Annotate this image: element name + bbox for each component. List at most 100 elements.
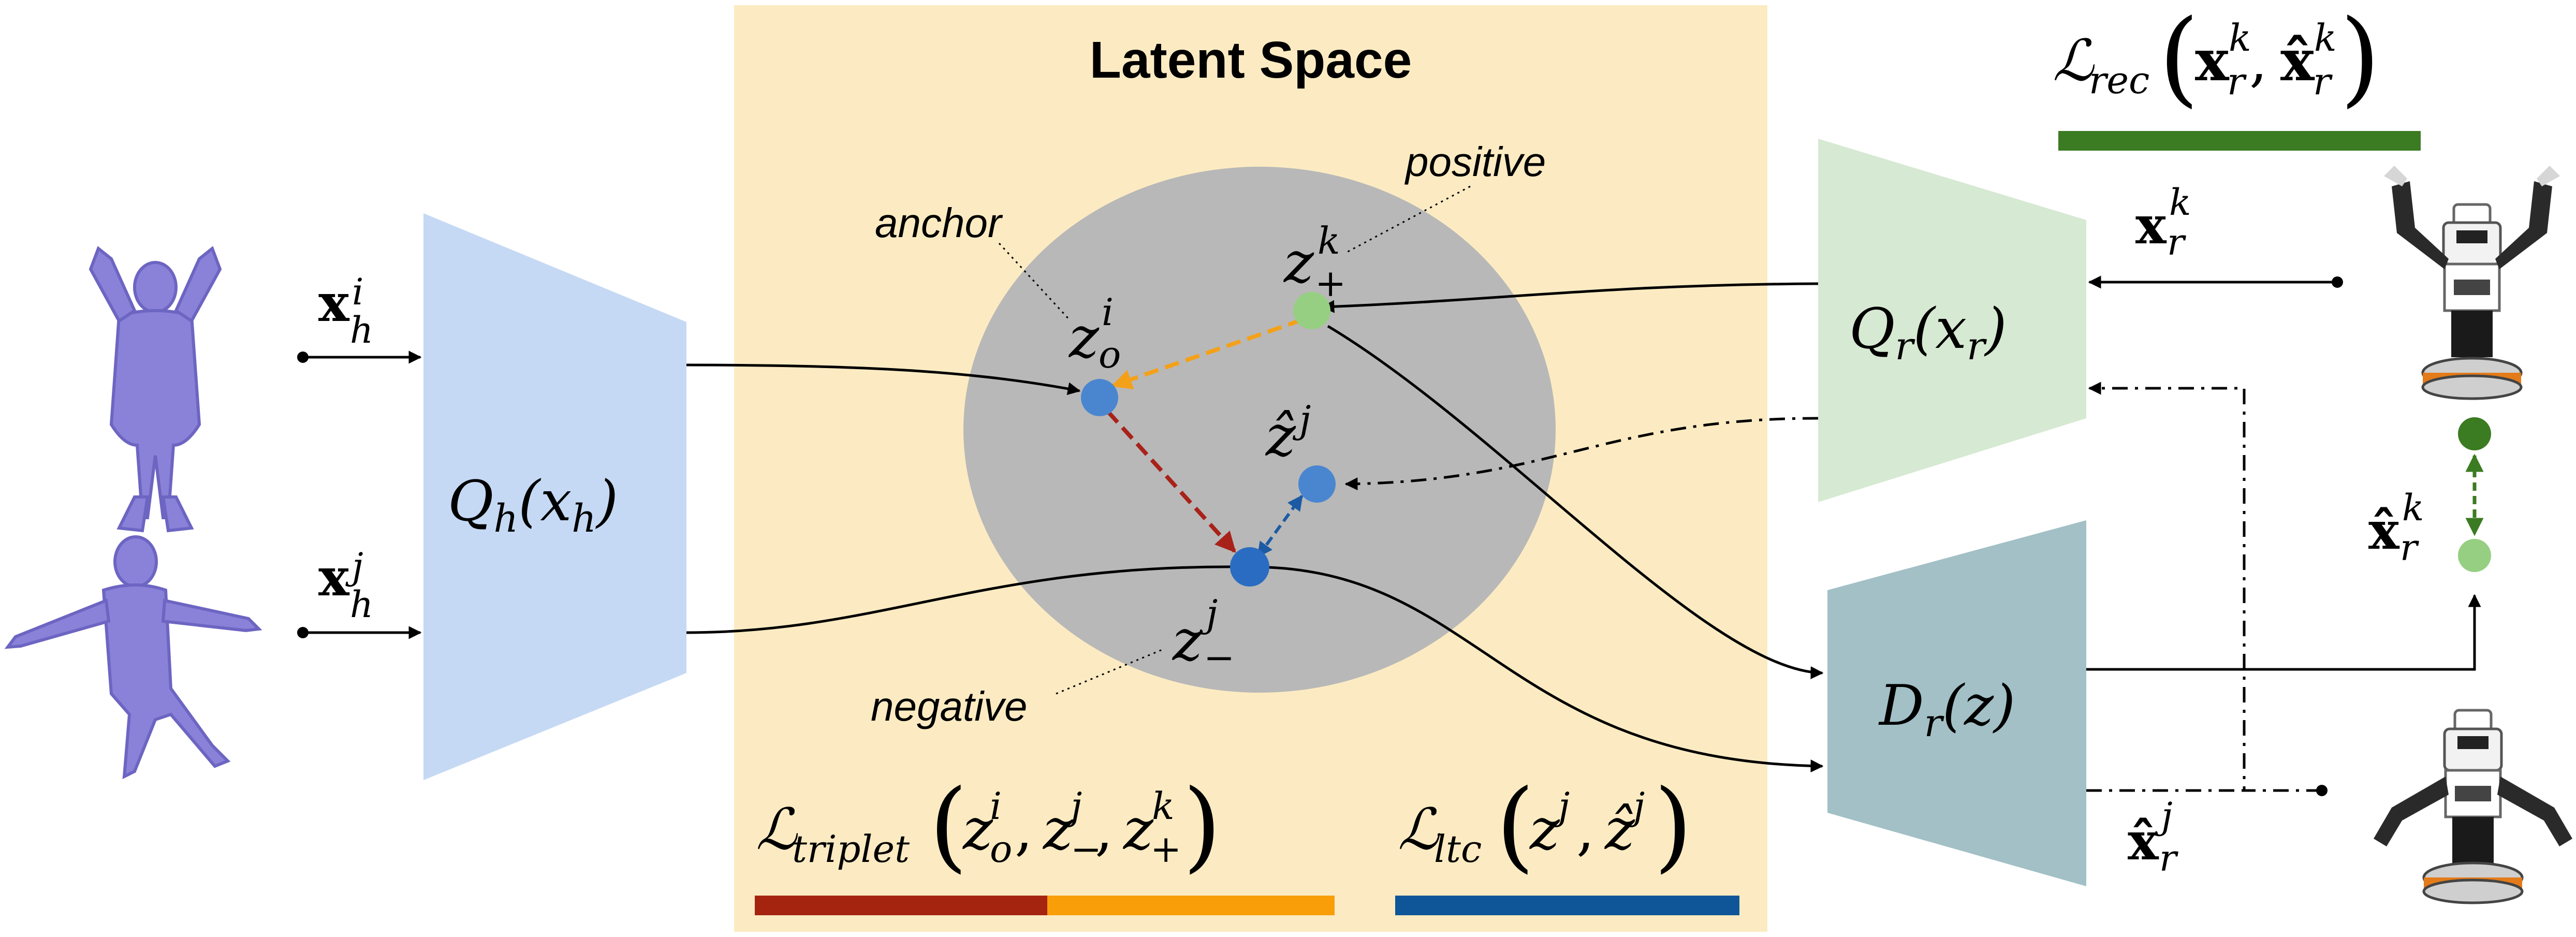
svg-text:ℒ: ℒ — [1398, 796, 1440, 862]
input-arrow-xh-i — [297, 350, 422, 364]
robot-encoder-shape — [1818, 139, 2086, 502]
svg-text:x: x — [318, 272, 350, 333]
recon-dot-top — [2458, 417, 2491, 450]
svg-text:x: x — [318, 547, 350, 608]
recon-dot-bottom — [2458, 539, 2491, 572]
point-negative — [1230, 547, 1269, 587]
label-xh-j: x j h — [318, 545, 373, 626]
svg-text:−: − — [1204, 636, 1235, 679]
input-arrow-xr-k — [2088, 275, 2343, 289]
svg-text:): ) — [1654, 768, 1692, 883]
label-xr-hat-k: x̂ k r — [2368, 487, 2424, 569]
svg-text:o: o — [1099, 333, 1121, 376]
flow-anchor — [686, 363, 1081, 396]
human-encoder-shape — [423, 213, 686, 780]
svg-text:r: r — [2159, 837, 2178, 880]
label-z-positive: z k + — [1283, 219, 1346, 305]
svg-text:triplet: triplet — [792, 827, 910, 871]
svg-text:rec: rec — [2089, 58, 2149, 102]
bar-triplet-orange — [1047, 896, 1335, 915]
svg-text:,: , — [1095, 796, 1113, 862]
svg-text:,: , — [2249, 27, 2267, 94]
latent-circle — [963, 167, 1556, 693]
arrow-zhat-negative — [1256, 494, 1304, 558]
label-z-anchor: z i o — [1068, 290, 1121, 376]
svg-text:x: x — [2135, 195, 2167, 256]
svg-text:Qr(xr): Qr(xr) — [1849, 297, 2007, 369]
svg-text:,: , — [1015, 796, 1033, 862]
svg-text:r: r — [2227, 60, 2247, 103]
bar-triplet-red — [755, 896, 1047, 915]
flow-robot-to-zhat — [1344, 417, 1819, 491]
svg-text:h: h — [350, 583, 373, 626]
svg-text:x: x — [2195, 27, 2230, 94]
input-arrow-xh-j — [297, 626, 422, 639]
label-negative: negative — [871, 683, 1027, 729]
svg-text:ẑ: ẑ — [1265, 403, 1296, 469]
point-anchor — [1081, 379, 1118, 416]
svg-text:o: o — [990, 827, 1012, 871]
svg-text:,: , — [1576, 796, 1594, 862]
svg-text:x̂: x̂ — [2128, 811, 2159, 872]
loss-triplet: ℒ triplet ( z i o , z j − , z k + ) — [756, 768, 1221, 883]
svg-text:Qh(xh): Qh(xh) — [448, 469, 618, 541]
bar-rec-green — [2058, 131, 2421, 151]
svg-text:ℒ: ℒ — [756, 796, 798, 862]
robot-arms-out — [2374, 709, 2572, 904]
label-anchor: anchor — [875, 200, 1003, 246]
svg-text:z: z — [1042, 796, 1074, 862]
svg-text:h: h — [350, 309, 373, 352]
human-mesh-arms-out — [4, 535, 262, 780]
label-z-hat: ẑ j — [1265, 398, 1311, 469]
label-xh-i: x i h — [318, 271, 373, 352]
svg-text:(: ( — [929, 768, 968, 883]
robot-encoder-label: Qr(xr) — [1849, 297, 2007, 369]
arrow-anchor-to-negative — [1106, 410, 1236, 553]
leader-negative — [1056, 649, 1163, 695]
svg-text:k: k — [1152, 784, 1175, 828]
point-zhat — [1298, 465, 1336, 503]
label-xr-k: x k r — [2135, 181, 2191, 263]
flow-robot-j-to-encoder — [2088, 382, 2322, 792]
point-positive — [1293, 292, 1330, 329]
decoder-label: Dr(z) — [1878, 674, 2015, 745]
svg-text:−: − — [1071, 827, 1102, 871]
decoder-output-arrow — [2086, 594, 2481, 671]
dot-robot-j — [2316, 785, 2328, 796]
svg-text:k: k — [1318, 219, 1340, 262]
svg-text:r: r — [2400, 526, 2419, 569]
svg-text:z: z — [1283, 229, 1314, 296]
bar-ltc-blue — [1395, 896, 1739, 915]
svg-text:ℒ: ℒ — [2053, 27, 2095, 94]
svg-text:z: z — [1068, 304, 1100, 371]
label-xr-hat-j: x̂ j r — [2128, 795, 2178, 880]
latent-space-title: Latent Space — [1090, 31, 1412, 89]
human-encoder-label: Qh(xh) — [448, 469, 618, 541]
loss-ltc: ℒ ltc ( z j , ẑ j ) — [1398, 768, 1692, 883]
label-positive: positive — [1404, 139, 1546, 185]
svg-text:k: k — [2402, 487, 2424, 529]
human-mesh-arms-up — [89, 246, 222, 533]
svg-text:z: z — [1529, 796, 1560, 862]
robot-arms-up — [2384, 166, 2560, 400]
flow-positive-to-decoder — [1327, 325, 1824, 679]
svg-text:(: ( — [2159, 0, 2199, 118]
svg-text:r: r — [2313, 60, 2333, 103]
loss-rec: ℒ rec ( x k r , x̂ k r ) — [2053, 0, 2380, 118]
svg-text:k: k — [2229, 16, 2251, 60]
svg-text:ẑ: ẑ — [1604, 796, 1635, 862]
svg-text:k: k — [2314, 16, 2337, 60]
flow-robot-to-positive — [1321, 282, 1819, 313]
svg-text:x̂: x̂ — [2280, 27, 2315, 94]
svg-text:x̂: x̂ — [2368, 500, 2400, 561]
svg-text:+: + — [1315, 261, 1346, 305]
svg-text:i: i — [352, 271, 363, 313]
leader-anchor — [998, 242, 1072, 322]
svg-text:r: r — [2167, 221, 2186, 263]
svg-text:Dr(z): Dr(z) — [1878, 674, 2015, 745]
svg-text:ltc: ltc — [1434, 827, 1482, 871]
svg-text:i: i — [1102, 290, 1114, 334]
svg-text:i: i — [990, 784, 1002, 828]
leader-positive — [1345, 185, 1471, 254]
